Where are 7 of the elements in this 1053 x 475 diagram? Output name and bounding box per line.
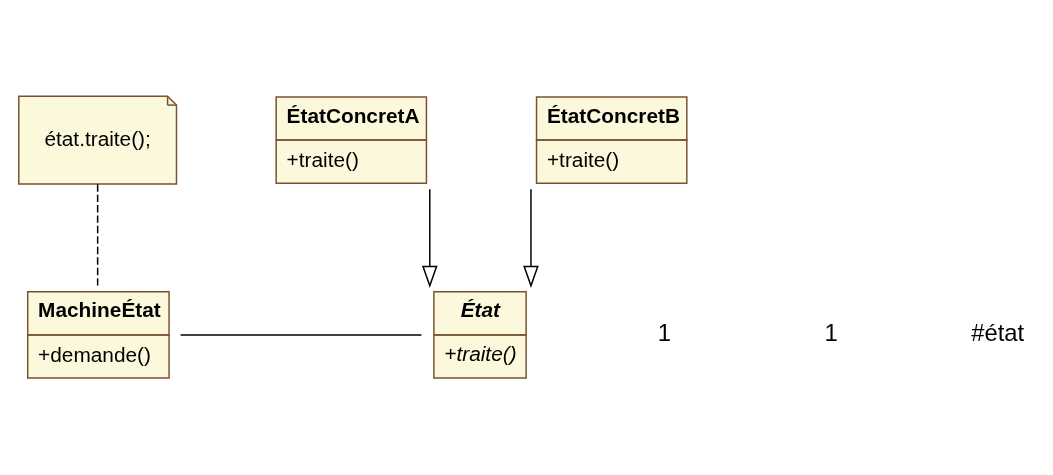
connector xyxy=(179,334,423,336)
arrow xyxy=(523,188,539,289)
label: 1 xyxy=(824,318,838,346)
label: 1 xyxy=(657,318,672,346)
connector xyxy=(96,183,99,287)
label: #état xyxy=(971,318,1025,346)
arrow xyxy=(421,188,438,289)
